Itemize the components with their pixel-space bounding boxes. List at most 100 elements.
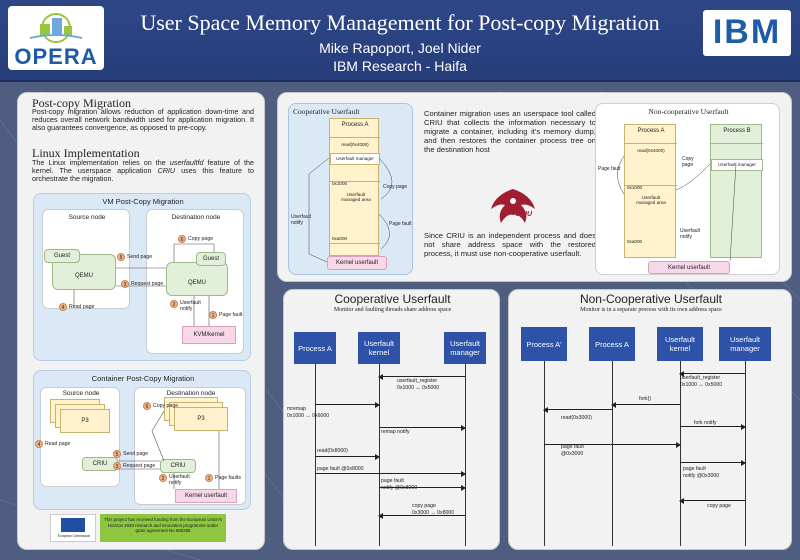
coop-msg-7-label: copy page 0x3000 → 0x8000 xyxy=(412,503,455,516)
top-right-panel: Cooperative Userfault Process A read(0x4… xyxy=(277,92,792,282)
noncoop-uf-manager: Userfault manager xyxy=(711,159,763,171)
coop-sequence-panel: Cooperative Userfault Monitor and faulti… xyxy=(283,289,500,550)
noncoop-msg-6-arrow xyxy=(680,459,746,466)
noncoop-lifeline-a xyxy=(612,361,613,546)
noncoop-msg-7-arrow xyxy=(679,497,745,504)
container-diagram-title: Container Post-Copy Migration xyxy=(91,374,195,383)
coop-userfault-diagram: Cooperative Userfault Process A read(0x4… xyxy=(288,103,413,275)
noncoop-msg-5-arrow xyxy=(544,441,681,448)
coop-lifeline-a xyxy=(315,364,316,546)
noncoop-process-a: Process A read(0x4000) 0x1000 Userfault … xyxy=(624,124,677,258)
vm-destination-node-label: Destination node xyxy=(171,214,221,221)
linux-text: The Linux implementation relies on the u… xyxy=(32,158,255,184)
container-step-3-badge: 3 xyxy=(113,462,121,470)
noncoop-userfault-diagram: Non-cooperative Userfault Process A read… xyxy=(595,103,780,275)
coop-msg-5-label: page fault @0x8000 xyxy=(317,466,364,472)
postcopy-heading: Post-copy Migration xyxy=(32,96,131,110)
container-step-2-badge: 2 xyxy=(159,474,167,482)
noncoop-actor-uf-manager: Userfault manager xyxy=(719,327,771,361)
noncoop-actor-process-a-prime: Process A' xyxy=(521,327,567,361)
noncoop-process-a-label: Process A xyxy=(637,128,665,134)
coop-msg-1-arrow xyxy=(378,373,465,380)
container-kernel-userfault: Kernel userfault xyxy=(175,489,237,503)
coop-actor-process-a: Process A xyxy=(294,332,336,364)
coop-copy-page-label: Copy page xyxy=(383,184,408,190)
postcopy-text: Post-copy migration allows reduction of … xyxy=(32,107,254,133)
noncoop-msg-1-label: userfault_register 0x1000 ↔ 0x5000 xyxy=(680,375,723,388)
noncoop-uf-notify-label: Userfault notify xyxy=(680,228,701,240)
criu-para2: Since CRIU is an independent process and… xyxy=(424,231,596,258)
noncoop-managed-area: Userfault managed area xyxy=(636,195,666,205)
container-step-3-label: Request page xyxy=(123,463,156,469)
container-step-2-label: Userfault notify xyxy=(169,474,190,486)
noncoop-actor-process-a: Process A xyxy=(589,327,635,361)
noncoop-addr-a000: 0xa000 xyxy=(627,239,643,244)
vm-step-4-badge: 4 xyxy=(59,303,67,311)
container-step-5-badge: 5 xyxy=(113,450,121,458)
vm-step-2-label: Userfault notify xyxy=(180,300,201,312)
vm-step-3-badge: 3 xyxy=(121,280,129,288)
noncoop-diagram-title: Non-cooperative Userfault xyxy=(648,107,729,116)
eu-logo: European Commission xyxy=(50,514,96,542)
noncoop-kernel-userfault: Kernel userfault xyxy=(648,261,730,274)
coop-addr-a000: 0xa000 xyxy=(332,236,348,241)
vm-diagram-title: VM Post-Copy Migration xyxy=(102,197,184,206)
noncoop-sequence-panel: Non-Cooperative Userfault Monitor is in … xyxy=(508,289,792,550)
noncoop-msg-4-label: read(0x3000) xyxy=(561,415,592,421)
noncoop-msg-2-arrow xyxy=(611,401,680,408)
vm-step-1-label: Page fault xyxy=(219,312,243,318)
coop-read-label: read(0x4000) xyxy=(341,142,369,147)
criu-logo-text: CRIU xyxy=(515,211,533,218)
eu-caption: European Commission xyxy=(57,534,91,538)
ibm-logo: IBM xyxy=(703,10,791,56)
noncoop-lifeline-manager xyxy=(745,361,746,546)
source-proc-p3: P3 xyxy=(60,409,110,433)
left-panel: Post-copy Migration Post-copy migration … xyxy=(17,92,265,550)
coop-managed-area: Userfault managed area xyxy=(341,192,371,202)
funding-notice: This project has received funding from t… xyxy=(100,514,226,542)
linux-heading: Linux Implementation xyxy=(32,146,140,160)
vm-step-6-label: Copy page xyxy=(188,236,214,242)
ibm-logo-text: IBM xyxy=(703,13,791,52)
noncoop-copy-page-label: Copy page xyxy=(682,156,694,168)
noncoop-msg-5-label: page fault @0x3000 xyxy=(561,444,584,457)
container-step-4-badge: 4 xyxy=(35,440,43,448)
coop-msg-3-arrow xyxy=(379,424,466,431)
vm-step-5-badge: 5 xyxy=(117,253,125,261)
vm-step-3-label: Request page xyxy=(131,281,164,287)
noncoop-msg-6-label: page fault notify @0x3000 xyxy=(683,466,720,479)
coop-msg-1-label: userfault_register 0x1000 ↔ 0x5000 xyxy=(397,378,440,391)
opera-logo: OPERA xyxy=(8,6,104,70)
coop-msg-6-arrow xyxy=(379,484,466,491)
vm-step-1-badge: 1 xyxy=(209,311,217,319)
vm-postcopy-diagram: VM Post-Copy Migration Source node Desti… xyxy=(33,193,251,361)
noncoop-msg-7-label: copy page xyxy=(707,503,731,509)
container-step-6-label: Copy page xyxy=(153,403,179,409)
vm-dest-qemu: QEMU xyxy=(166,262,228,296)
dest-proc-p3: P3 xyxy=(174,407,228,431)
vm-source-qemu: QEMU xyxy=(52,254,116,290)
header-banner: OPERA User Space Memory Management for P… xyxy=(0,0,800,82)
coop-msg-7-arrow xyxy=(378,512,465,519)
coop-actor-uf-kernel: Userfault kernel xyxy=(358,332,400,364)
vm-kvm-kernel: KVM/kernel xyxy=(182,326,236,344)
criu-logo: CRIU xyxy=(483,185,543,227)
eu-flag-icon xyxy=(61,518,85,532)
noncoop-seq-subtitle: Monitor is in a separate process with it… xyxy=(580,307,722,313)
container-step-4-label: Read page xyxy=(45,441,71,447)
noncoop-addr-1000: 0x1000 xyxy=(627,185,643,190)
noncoop-msg-3-label: fork notify xyxy=(694,420,717,426)
noncoop-page-fault-label: Page fault xyxy=(598,166,621,172)
noncoop-actor-uf-kernel: Userfault kernel xyxy=(657,327,703,361)
vm-step-5-label: Send page xyxy=(127,254,153,260)
coop-msg-6-label: page fault notify @0x8000 xyxy=(381,478,418,491)
coop-seq-subtitle: Monitor and faulting threads share addre… xyxy=(333,307,452,313)
noncoop-seq-title: Non-Cooperative Userfault xyxy=(579,292,723,306)
container-step-6-badge: 6 xyxy=(143,402,151,410)
noncoop-msg-3-arrow xyxy=(680,423,746,430)
noncoop-read-label: read(0x4000) xyxy=(637,148,665,153)
authors: Mike Rapoport, Joel Nider xyxy=(319,40,481,56)
noncoop-process-b: Process B Userfault manager xyxy=(710,124,763,258)
coop-actor-uf-manager: Userfault manager xyxy=(444,332,486,364)
vm-step-2-badge: 2 xyxy=(170,300,178,308)
